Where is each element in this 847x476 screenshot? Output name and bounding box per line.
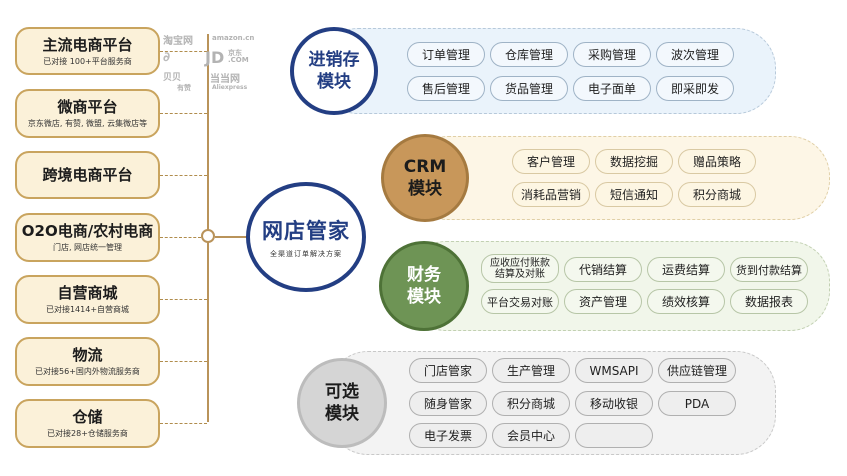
module-name-line1: CRM — [403, 157, 447, 177]
module-item[interactable]: 波次管理 — [656, 42, 734, 67]
channel-subtitle: 已对接1414+自营商城 — [45, 305, 130, 314]
module-item[interactable]: 电子面单 — [573, 76, 651, 101]
module-item[interactable]: 数据报表 — [730, 289, 808, 314]
channel-mainstream-ecommerce[interactable]: 主流电商平台 已对接 100+平台服务商 — [15, 27, 160, 75]
module-item[interactable]: 售后管理 — [407, 76, 485, 101]
amazon-logo: amazon.cn — [212, 34, 255, 42]
connector — [160, 237, 201, 238]
module-name-line1: 财务 — [407, 265, 441, 285]
channel-trunk-line — [207, 34, 209, 422]
taobao-logo: 淘宝网 — [163, 36, 193, 47]
module-item[interactable]: 订单管理 — [407, 42, 485, 67]
channel-title: O2O电商/农村电商 — [21, 222, 154, 240]
module-name-line1: 进销存 — [308, 50, 360, 70]
module-item[interactable]: 即采即发 — [656, 76, 734, 101]
channel-self-mall[interactable]: 自营商城 已对接1414+自营商城 — [15, 275, 160, 324]
channel-subtitle: 京东微店, 有赞, 微盟, 云集微店等 — [27, 119, 148, 128]
channel-logistics[interactable]: 物流 已对接56+国内外物流服务商 — [15, 337, 160, 386]
module-item[interactable]: 仓库管理 — [490, 42, 568, 67]
connector — [160, 113, 207, 114]
module-item[interactable]: 短信通知 — [595, 182, 673, 207]
module-name-line2: 模块 — [325, 404, 359, 424]
channel-title: 微商平台 — [57, 98, 118, 116]
beibei-logo: 贝贝 — [163, 73, 182, 83]
module-name-line2: 模块 — [407, 287, 441, 307]
module-item[interactable]: 随身管家 — [409, 391, 487, 416]
module-item-line1: 应收应付账款 — [490, 257, 550, 269]
module-item[interactable]: 供应链管理 — [658, 358, 736, 383]
channel-o2o-rural[interactable]: O2O电商/农村电商 门店, 网店统一管理 — [15, 213, 160, 262]
channel-subtitle: 门店, 网店统一管理 — [52, 243, 123, 252]
module-item[interactable]: 积分商城 — [492, 391, 570, 416]
hub-node — [201, 229, 215, 243]
alibaba-icon: ∂ — [163, 50, 171, 65]
channel-wechat-commerce[interactable]: 微商平台 京东微店, 有赞, 微盟, 云集微店等 — [15, 89, 160, 138]
module-item[interactable]: 客户管理 — [512, 149, 590, 174]
connector — [160, 175, 207, 176]
module-item[interactable]: 货品管理 — [490, 76, 568, 101]
module-item-line2: 结算及对账 — [495, 268, 545, 280]
channel-subtitle: 已对接28+仓储服务商 — [47, 429, 128, 438]
channel-title: 自营商城 — [57, 284, 118, 302]
module-item[interactable]: 货到付款结算 — [730, 257, 808, 282]
jd-cn-logo: 京东 — [228, 49, 242, 57]
module-name-line2: 模块 — [407, 179, 442, 199]
module-item[interactable]: 数据挖掘 — [595, 149, 673, 174]
jd-logo: JD — [205, 48, 225, 67]
module-item[interactable]: 积分商城 — [678, 182, 756, 207]
module-item-empty[interactable] — [575, 423, 653, 448]
finance-module-panel — [406, 241, 830, 331]
channel-subtitle: 已对接56+国内外物流服务商 — [35, 367, 140, 376]
center-title: 网店管家 — [262, 219, 350, 243]
channel-warehousing[interactable]: 仓储 已对接28+仓储服务商 — [15, 399, 160, 448]
module-item[interactable]: 门店管家 — [409, 358, 487, 383]
module-item[interactable]: 绩效核算 — [647, 289, 725, 314]
connector — [160, 361, 207, 362]
module-item[interactable]: 电子发票 — [409, 423, 487, 448]
module-item-receivables[interactable]: 应收应付账款结算及对账 — [481, 254, 559, 283]
connector — [160, 51, 207, 52]
module-item[interactable]: PDA — [658, 391, 736, 416]
module-item[interactable]: 移动收银 — [575, 391, 653, 416]
youzan-logo: 有赞 — [177, 84, 191, 92]
module-item[interactable]: 平台交易对账 — [481, 289, 559, 314]
connector — [160, 299, 207, 300]
module-item[interactable]: 赠品策略 — [678, 149, 756, 174]
channel-subtitle: 已对接 100+平台服务商 — [43, 56, 132, 66]
module-name-line1: 可选 — [325, 382, 359, 402]
jd-com-logo: .COM — [228, 56, 249, 64]
dangdang-logo: 当当网 — [210, 74, 240, 85]
module-item[interactable]: 会员中心 — [492, 423, 570, 448]
channel-title: 物流 — [72, 346, 103, 364]
module-name-line2: 模块 — [317, 72, 351, 92]
hub-line — [215, 236, 249, 238]
module-item[interactable]: 资产管理 — [564, 289, 642, 314]
module-item[interactable]: 消耗品营销 — [512, 182, 590, 207]
module-item[interactable]: WMSAPI — [575, 358, 653, 383]
finance-module-badge[interactable]: 财务模块 — [379, 241, 469, 331]
center-subtitle: 全渠道订单解决方案 — [270, 250, 342, 258]
module-item[interactable]: 代销结算 — [564, 257, 642, 282]
wangdian-guanjia-core[interactable]: 网店管家 全渠道订单解决方案 — [246, 182, 366, 292]
channel-title: 主流电商平台 — [42, 35, 133, 54]
channel-title: 跨境电商平台 — [42, 166, 133, 184]
inventory-module-badge[interactable]: 进销存模块 — [290, 27, 378, 115]
module-item[interactable]: 运费结算 — [647, 257, 725, 282]
channel-cross-border[interactable]: 跨境电商平台 — [15, 151, 160, 199]
module-item[interactable]: 生产管理 — [492, 358, 570, 383]
inventory-module-panel — [318, 28, 776, 114]
connector — [160, 423, 207, 424]
aliexpress-logo: Aliexpress — [212, 84, 248, 91]
module-item[interactable]: 采购管理 — [573, 42, 651, 67]
optional-module-badge[interactable]: 可选模块 — [297, 358, 387, 448]
channel-title: 仓储 — [72, 408, 103, 426]
